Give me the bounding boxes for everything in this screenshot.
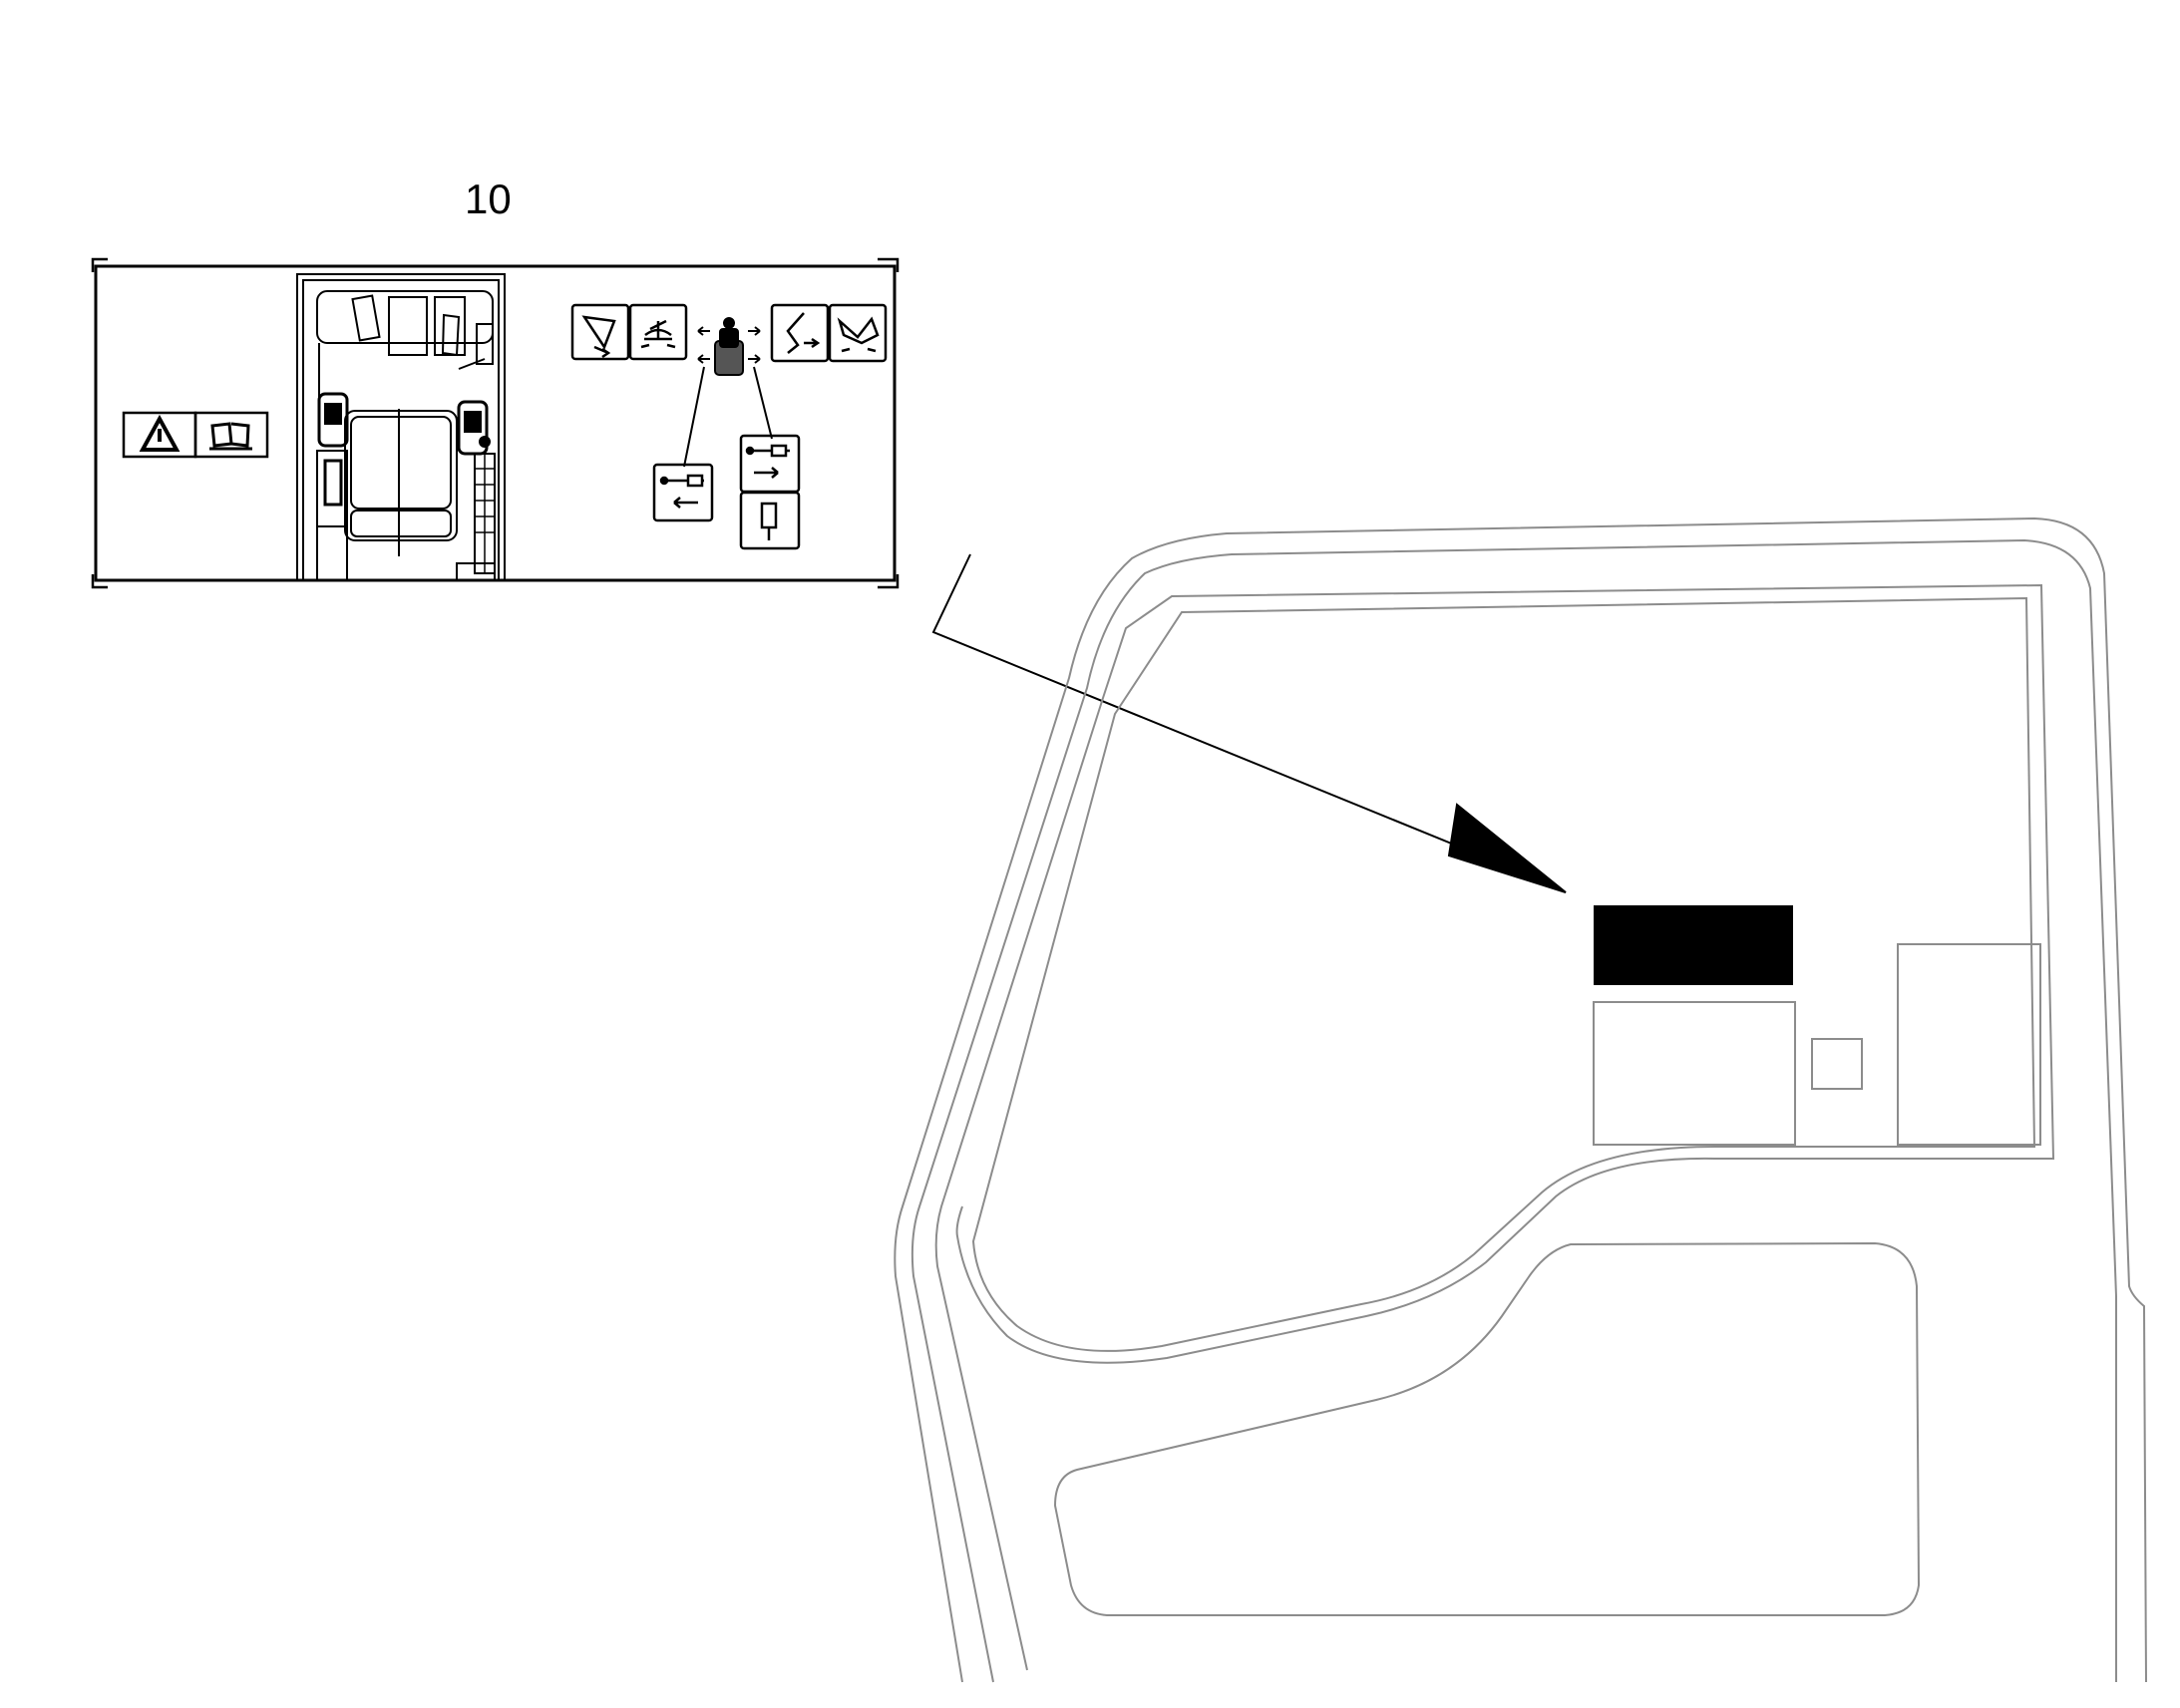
swing-alternate-icon (828, 303, 888, 363)
door-decal-locations (1593, 905, 2041, 1146)
cylinder-retract-icon (652, 463, 714, 522)
callout-number: 10 (465, 175, 512, 222)
door-decal-tall (1897, 943, 2041, 1146)
boom-raise-icon (770, 303, 830, 363)
target-decal-highlight (1594, 905, 1793, 985)
cylinder-vertical-icon (739, 491, 801, 550)
warning-triangle-icon (122, 411, 197, 459)
operator-manual-icon (193, 411, 269, 459)
door-decal-panel (1593, 1001, 1796, 1146)
decal-detail-panel (91, 257, 900, 589)
cab-door-outline (894, 516, 2147, 1683)
cab-top-view-icon (296, 273, 506, 581)
cylinder-extend-icon (739, 434, 801, 494)
bucket-curl-icon (570, 303, 630, 361)
corner-marks (91, 257, 900, 589)
joystick-icon (683, 317, 773, 468)
pointer-arrow-icon (931, 553, 1567, 893)
swing-icon (628, 303, 688, 361)
door-decal-small (1811, 1038, 1863, 1090)
